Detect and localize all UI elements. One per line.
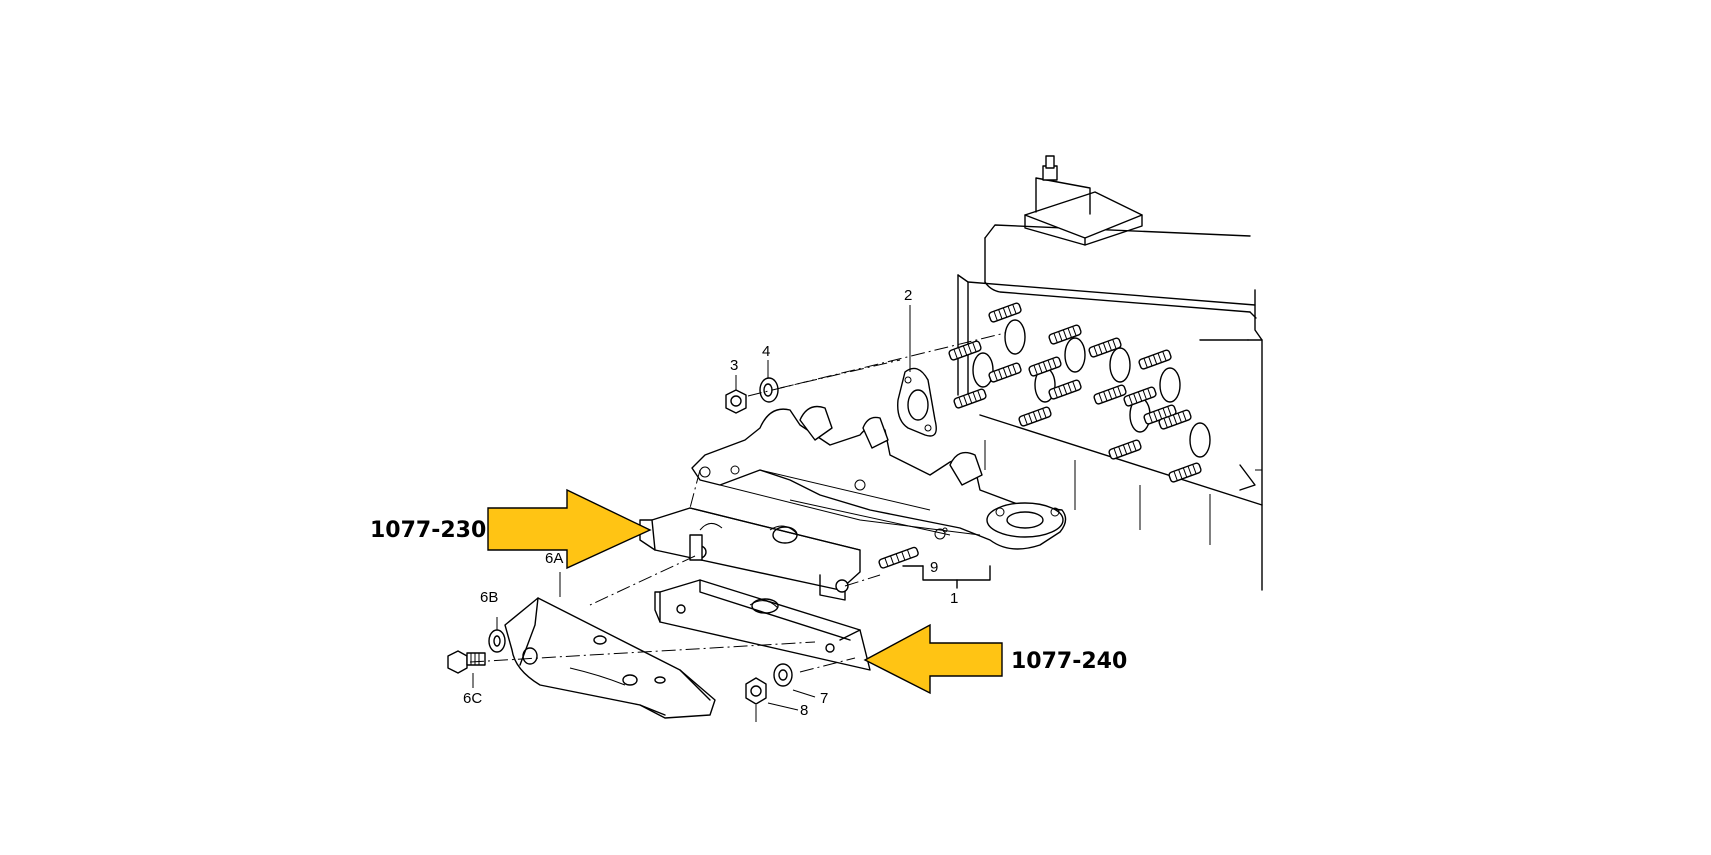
label-part-8: 8 bbox=[800, 702, 808, 719]
heat-shield-lower bbox=[654, 579, 871, 671]
washer-4 bbox=[759, 377, 779, 403]
washer-7 bbox=[773, 663, 793, 687]
label-part-2: 2 bbox=[904, 287, 912, 304]
label-part-1: 1 bbox=[950, 590, 958, 607]
washer-6b bbox=[488, 629, 506, 653]
label-part-4: 4 bbox=[762, 343, 770, 360]
leader-lines bbox=[472, 305, 911, 711]
label-part-6b: 6B bbox=[480, 589, 498, 606]
label-part-7: 7 bbox=[820, 690, 828, 707]
manifold-studs bbox=[878, 302, 1202, 569]
label-part-9: 9 bbox=[930, 559, 938, 576]
label-part-6a: 6A bbox=[545, 550, 563, 567]
label-part-6c: 6C bbox=[463, 690, 482, 707]
exhaust-ports bbox=[972, 319, 1211, 458]
bracket-1-9 bbox=[902, 565, 991, 589]
nut-3 bbox=[725, 389, 747, 414]
label-part-3: 3 bbox=[730, 357, 738, 374]
assembly-lines bbox=[469, 332, 1006, 722]
cylinder-head bbox=[957, 155, 1263, 591]
exhaust-manifold bbox=[691, 405, 1067, 550]
bolt-6c bbox=[447, 650, 486, 674]
arrow-1077-230 bbox=[487, 488, 652, 570]
arrow-1077-240 bbox=[863, 623, 1003, 695]
nut-8 bbox=[745, 677, 767, 705]
callout-1077-230: 1077-230 bbox=[370, 518, 486, 543]
heat-shield-upper bbox=[639, 507, 861, 601]
heat-shield-6a bbox=[504, 597, 716, 719]
callout-1077-240: 1077-240 bbox=[1011, 649, 1127, 674]
gasket-2 bbox=[897, 367, 937, 437]
